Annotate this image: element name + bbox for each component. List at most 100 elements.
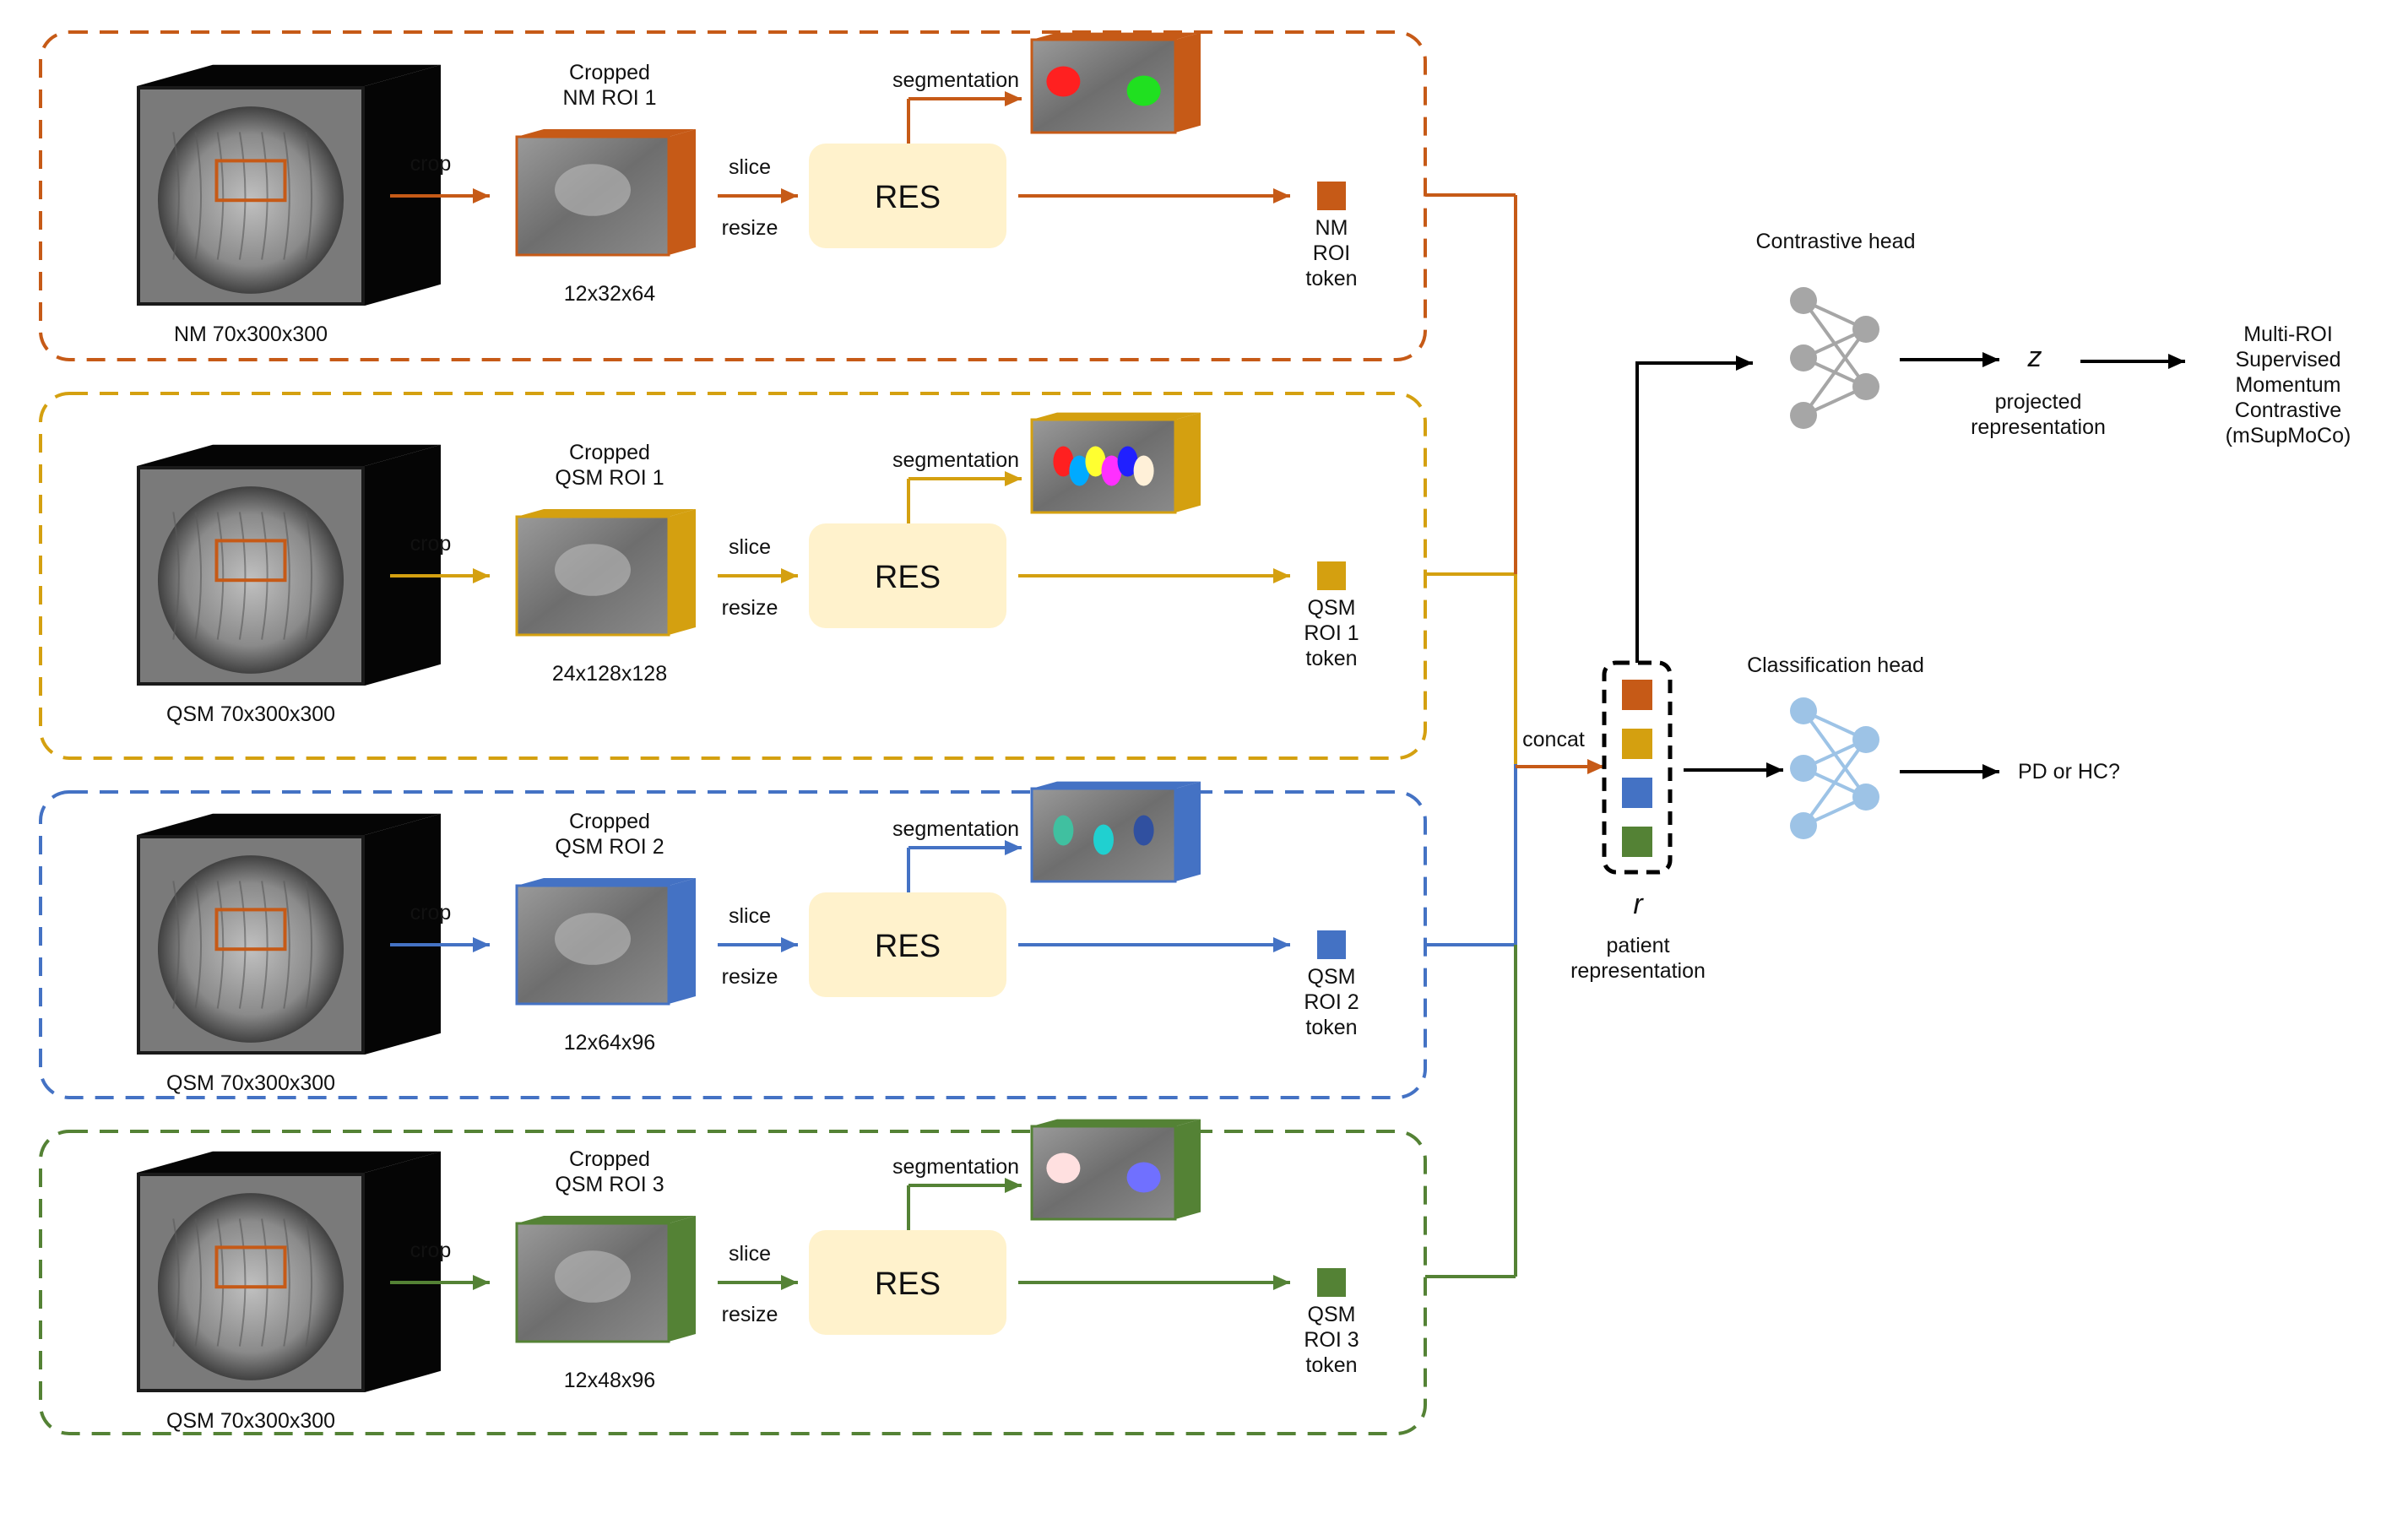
crop-arrow bbox=[390, 188, 490, 203]
classification-mlp-edge bbox=[1802, 738, 1868, 827]
concat-arrow bbox=[1516, 759, 1604, 774]
input-slice-texture bbox=[194, 1218, 203, 1347]
panel-border bbox=[39, 1130, 1427, 1435]
crop-label: crop bbox=[410, 1239, 452, 1262]
input-volume-side bbox=[365, 64, 441, 306]
cropped-roi-volume-top bbox=[517, 509, 696, 517]
token-arrow-head bbox=[1273, 188, 1290, 203]
input-slice-texture bbox=[172, 132, 180, 260]
input-volume-side bbox=[365, 813, 441, 1055]
objective-1: Multi-ROI bbox=[2243, 323, 2333, 346]
input-slice-texture bbox=[172, 881, 180, 1009]
crop-arrow-head bbox=[473, 937, 490, 952]
segmentation-mask bbox=[1133, 455, 1154, 486]
objective-3: Momentum bbox=[2235, 373, 2340, 397]
cropped-roi-volume-top bbox=[517, 1216, 696, 1223]
token-arrow-head bbox=[1273, 568, 1290, 583]
token-arrow-head bbox=[1273, 937, 1290, 952]
res-encoder bbox=[809, 1230, 1006, 1335]
input-slice-texture bbox=[216, 881, 225, 1009]
roi-token bbox=[1317, 182, 1346, 210]
contrastive-mlp-edge bbox=[1802, 328, 1868, 417]
slice-label: slice bbox=[729, 1242, 771, 1266]
input-slice bbox=[140, 838, 361, 1051]
token-line3: token bbox=[1305, 267, 1357, 290]
segmentation-label: segmentation bbox=[892, 68, 1019, 92]
contrastive-mlp bbox=[1790, 287, 1879, 429]
input-slice-texture bbox=[216, 512, 225, 640]
cropped-dims: 24x128x128 bbox=[552, 662, 667, 686]
cropped-title-line1: Cropped bbox=[569, 61, 650, 84]
segmentation-mask bbox=[1126, 1162, 1161, 1193]
input-slice-texture bbox=[305, 1218, 313, 1347]
objective-5: (mSupMoCo) bbox=[2226, 424, 2351, 447]
crop-arrow bbox=[390, 937, 490, 952]
token-arrow bbox=[1018, 1275, 1290, 1290]
patient-representation-box bbox=[1602, 660, 1673, 875]
cropped-roi-volume-side bbox=[669, 878, 696, 1004]
input-volume-top bbox=[137, 813, 441, 835]
input-volume-top bbox=[137, 444, 441, 466]
segmentation-mask bbox=[1093, 824, 1114, 855]
segmentation-volume-top bbox=[1032, 412, 1201, 420]
patient-token bbox=[1622, 778, 1652, 808]
output-arrow bbox=[1900, 764, 1999, 779]
concat-arrow-head bbox=[1587, 759, 1604, 774]
res-label: RES bbox=[875, 1266, 941, 1302]
roi-token bbox=[1317, 930, 1346, 959]
res-encoder bbox=[809, 523, 1006, 628]
patient-label-line2: representation bbox=[1570, 959, 1706, 983]
input-slice-texture bbox=[194, 512, 203, 640]
input-slice-texture bbox=[216, 132, 225, 260]
cropped-title-line2: QSM ROI 2 bbox=[555, 835, 664, 859]
input-slice-texture bbox=[261, 512, 268, 640]
cropped-title-line2: QSM ROI 1 bbox=[555, 466, 664, 490]
classification-mlp-node bbox=[1790, 697, 1817, 724]
objective-4: Contrastive bbox=[2235, 399, 2341, 422]
projected-label-line2: representation bbox=[1971, 415, 2106, 439]
segmentation-mask bbox=[1046, 66, 1081, 97]
seg-arrow bbox=[908, 91, 1022, 106]
classification-mlp bbox=[1790, 697, 1879, 839]
crop-arrow-head bbox=[473, 1275, 490, 1290]
slice-label: slice bbox=[729, 155, 771, 179]
slice-arrow-head bbox=[781, 937, 798, 952]
input-caption: QSM 70x300x300 bbox=[166, 1071, 335, 1095]
patient-token bbox=[1622, 729, 1652, 759]
token-line3: token bbox=[1305, 1016, 1357, 1039]
input-slice bbox=[140, 469, 361, 682]
slice-label: slice bbox=[729, 535, 771, 559]
projection-arrow-head bbox=[1982, 352, 1999, 367]
input-slice-texture bbox=[283, 512, 290, 640]
contrastive-mlp-node bbox=[1790, 402, 1817, 429]
input-volume-side bbox=[365, 444, 441, 686]
seg-arrow-head bbox=[1005, 1178, 1022, 1193]
input-slice-texture bbox=[283, 881, 290, 1009]
crop-arrow bbox=[390, 568, 490, 583]
segmentation-volume-top bbox=[1032, 1119, 1201, 1126]
input-slice bbox=[140, 89, 361, 302]
roi-box bbox=[214, 1245, 287, 1289]
input-slice-texture bbox=[283, 132, 290, 260]
classification-mlp-node bbox=[1790, 755, 1817, 782]
token-arrow bbox=[1018, 937, 1290, 952]
res-encoder bbox=[809, 144, 1006, 248]
token-line1: QSM bbox=[1308, 965, 1356, 989]
res-encoder bbox=[809, 892, 1006, 997]
cropped-roi-volume-side bbox=[669, 1216, 696, 1342]
input-volume-side bbox=[365, 1151, 441, 1392]
cropped-title-line2: QSM ROI 3 bbox=[555, 1173, 664, 1196]
input-slice-texture bbox=[194, 881, 203, 1009]
segmentation-label: segmentation bbox=[892, 448, 1019, 472]
patient-token bbox=[1622, 827, 1652, 857]
seg-arrow-head bbox=[1005, 840, 1022, 855]
input-slice-texture bbox=[305, 512, 313, 640]
input-slice-texture bbox=[261, 1218, 268, 1347]
input-slice-texture bbox=[172, 512, 180, 640]
segmentation-volume-top bbox=[1032, 32, 1201, 40]
crop-arrow-head bbox=[473, 568, 490, 583]
resize-label: resize bbox=[722, 965, 778, 989]
contrastive-mlp-node bbox=[1852, 373, 1879, 400]
input-slice-texture bbox=[238, 512, 247, 640]
